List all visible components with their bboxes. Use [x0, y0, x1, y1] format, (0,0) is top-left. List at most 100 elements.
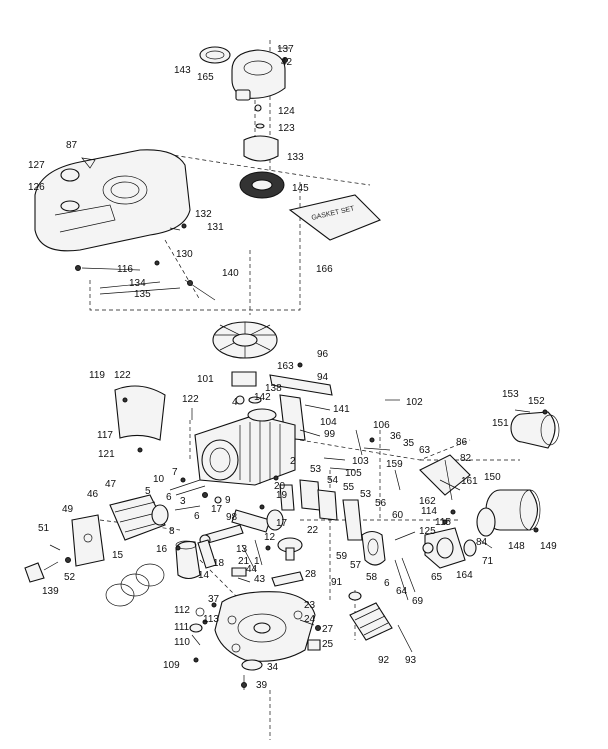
part-label-59: 59 — [336, 551, 348, 562]
part-label-52: 52 — [64, 572, 76, 583]
part-label-6b: 6 — [166, 492, 172, 503]
part-label-124: 124 — [278, 106, 295, 117]
part-label-166: 166 — [316, 264, 333, 275]
part-label-84: 84 — [476, 537, 488, 548]
part-label-7: 7 — [172, 467, 178, 478]
part-label-142: 142 — [254, 392, 271, 403]
part-label-4: 4 — [232, 397, 238, 408]
part-label-3: 3 — [180, 496, 186, 507]
part-label-60: 60 — [392, 510, 404, 521]
part-label-126: 126 — [28, 182, 45, 193]
part-label-133: 133 — [287, 152, 304, 163]
part-label-63: 63 — [419, 445, 431, 456]
part-label-49: 49 — [62, 504, 74, 515]
part-label-15: 15 — [112, 550, 124, 561]
part-label-143: 143 — [174, 65, 191, 76]
part-label-141: 141 — [333, 404, 350, 415]
part-label-102: 102 — [406, 397, 423, 408]
part-label-34: 34 — [267, 662, 279, 673]
part-label-151: 151 — [492, 418, 509, 429]
part-label-105: 105 — [345, 468, 362, 479]
part-label-112: 112 — [174, 605, 190, 616]
part-label-92: 92 — [378, 655, 390, 666]
part-label-44: 44 — [246, 564, 258, 575]
part-label-109: 109 — [163, 660, 180, 671]
part-label-113: 113 — [203, 614, 219, 625]
part-label-56: 56 — [375, 498, 387, 509]
part-label-123: 123 — [278, 123, 295, 134]
part-label-53: 53 — [310, 464, 322, 475]
part-label-17b: 17 — [211, 504, 223, 515]
part-label-114: 114 — [421, 506, 437, 517]
part-label-122: 122 — [114, 370, 131, 381]
part-label-65: 65 — [431, 572, 443, 583]
part-label-53b: 53 — [360, 489, 372, 500]
part-label-46: 46 — [87, 489, 99, 500]
part-shapes: GASKET SET — [24, 46, 560, 690]
part-label-23: 23 — [304, 600, 316, 611]
part-label-64: 64 — [396, 586, 408, 597]
part-label-69: 69 — [412, 596, 424, 607]
part-label-127: 127 — [28, 160, 45, 171]
part-label-139: 139 — [42, 586, 59, 597]
part-label-99: 99 — [324, 429, 336, 440]
part-label-82: 82 — [460, 453, 472, 464]
part-label-162: 162 — [419, 496, 436, 507]
part-label-36: 36 — [390, 431, 402, 442]
part-label-10: 10 — [153, 474, 165, 485]
part-label-16: 16 — [156, 544, 168, 555]
part-label-14: 14 — [198, 570, 210, 581]
part-label-24: 24 — [304, 614, 316, 625]
part-label-19: 19 — [276, 490, 288, 501]
part-label-134: 134 — [129, 278, 146, 289]
part-label-150: 150 — [484, 472, 501, 483]
part-label-145: 145 — [292, 183, 309, 194]
part-label-132: 132 — [195, 209, 212, 220]
part-label-117: 117 — [97, 430, 113, 441]
part-label-1: 1 — [254, 556, 260, 567]
part-label-149: 149 — [540, 541, 557, 552]
part-label-119: 119 — [89, 370, 105, 381]
part-label-51: 51 — [38, 523, 50, 534]
part-label-161: 161 — [461, 476, 478, 487]
part-number-labels: 137 42 143 165 124 123 133 145 87 127 12… — [28, 44, 557, 691]
part-label-86: 86 — [456, 437, 468, 448]
part-label-22: 22 — [307, 525, 319, 536]
part-label-125: 125 — [419, 526, 436, 537]
part-label-35: 35 — [403, 438, 415, 449]
part-label-8: 6 — [194, 511, 200, 522]
part-label-13: 13 — [236, 544, 248, 555]
part-label-2: 2 — [290, 456, 296, 467]
part-label-104: 104 — [320, 417, 337, 428]
part-label-164: 164 — [456, 570, 473, 581]
part-label-12: 12 — [264, 532, 276, 543]
part-label-106: 106 — [373, 420, 390, 431]
part-label-137: 137 — [277, 44, 294, 55]
part-label-47: 47 — [105, 479, 117, 490]
part-label-91: 91 — [331, 577, 343, 588]
part-label-6: 8 — [169, 526, 175, 537]
part-label-93: 93 — [405, 655, 417, 666]
part-label-5: 5 — [145, 486, 151, 497]
part-label-98: 98 — [226, 512, 238, 523]
part-label-9: 9 — [225, 495, 231, 506]
part-label-21: 21 — [238, 556, 250, 567]
part-label-110: 110 — [174, 637, 190, 648]
part-label-101: 101 — [197, 374, 214, 385]
part-label-140: 140 — [222, 268, 239, 279]
part-label-71: 71 — [482, 556, 494, 567]
part-label-130: 130 — [176, 249, 193, 260]
part-label-25: 25 — [322, 639, 334, 650]
part-label-153: 153 — [502, 389, 519, 400]
part-label-94: 94 — [317, 372, 329, 383]
part-label-55: 55 — [343, 482, 355, 493]
part-label-165: 165 — [197, 72, 214, 83]
part-label-115: 115 — [435, 517, 451, 528]
part-label-43: 43 — [254, 574, 266, 585]
part-label-138: 138 — [265, 383, 282, 394]
part-label-18: 18 — [213, 558, 225, 569]
part-label-116: 116 — [117, 264, 133, 275]
part-label-42: 42 — [281, 57, 293, 68]
